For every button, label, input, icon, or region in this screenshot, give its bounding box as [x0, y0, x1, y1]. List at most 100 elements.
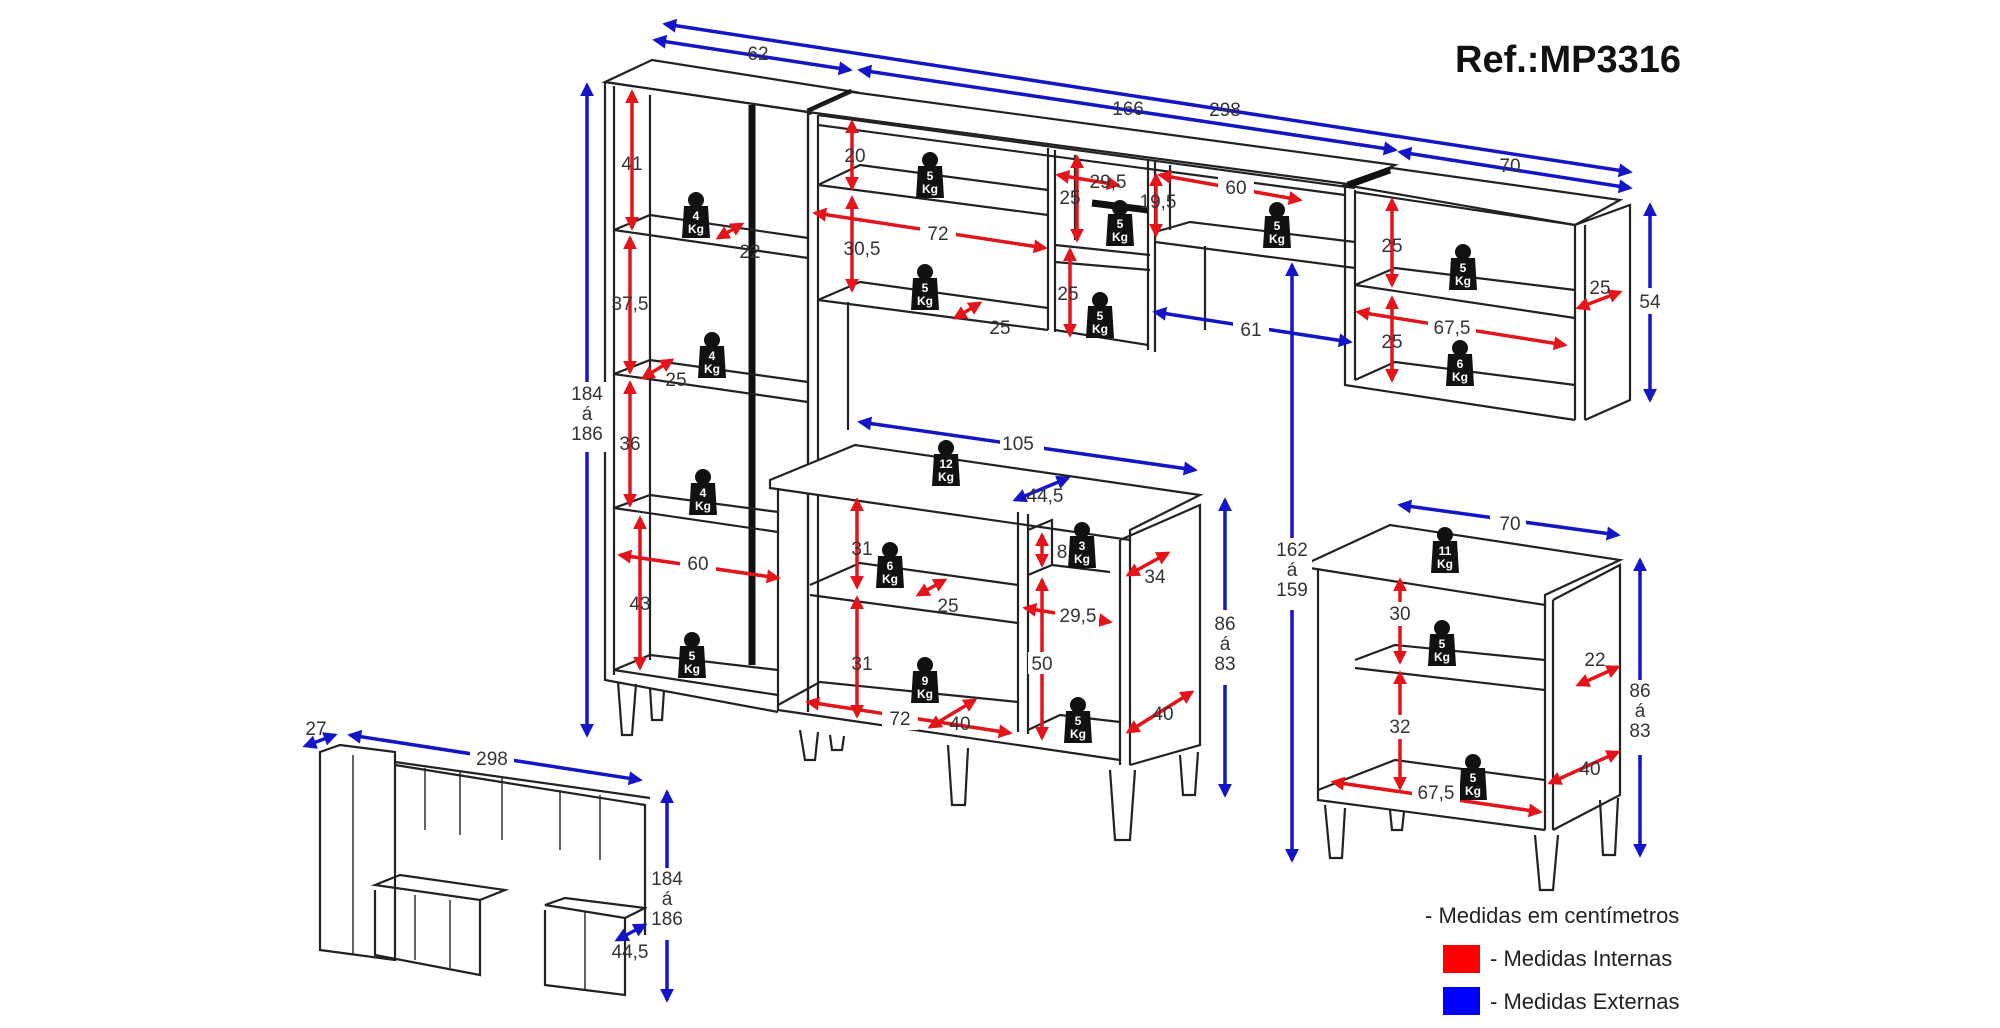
dimension-labels: 298 62 166 70 54 184 á 186 61 162 á 159 … [305, 44, 1668, 963]
svg-text:40: 40 [949, 714, 970, 735]
svg-text:25: 25 [1381, 332, 1402, 353]
svg-text:Kg: Kg [1269, 232, 1285, 246]
svg-text:36: 36 [619, 434, 640, 455]
svg-text:72: 72 [889, 709, 910, 730]
svg-text:40: 40 [1579, 759, 1600, 780]
dim-right-upper-height: 54 [1639, 292, 1661, 313]
svg-text:á: á [1635, 701, 1646, 722]
svg-text:67,5: 67,5 [1418, 783, 1455, 804]
weight-icon: 5Kg [1449, 244, 1477, 290]
svg-text:184: 184 [571, 384, 603, 405]
preview-kitchen [318, 743, 651, 997]
svg-text:8: 8 [1057, 542, 1068, 563]
svg-text:Kg: Kg [922, 182, 938, 196]
weight-icon: 5Kg [1106, 200, 1134, 246]
svg-text:22: 22 [1584, 650, 1605, 671]
svg-text:162: 162 [1276, 540, 1308, 561]
svg-text:Kg: Kg [704, 362, 720, 376]
svg-text:41: 41 [621, 154, 642, 175]
weight-icon: 4Kg [689, 469, 717, 515]
svg-text:5: 5 [922, 281, 929, 295]
weight-icon: 6Kg [1446, 340, 1474, 386]
svg-text:Kg: Kg [938, 470, 954, 484]
svg-text:5: 5 [689, 649, 696, 663]
svg-text:50: 50 [1031, 654, 1052, 675]
svg-text:30,5: 30,5 [844, 239, 881, 260]
small-base-cabinet [1308, 523, 1624, 892]
svg-text:3: 3 [1079, 539, 1086, 553]
svg-text:186: 186 [651, 909, 683, 930]
dim-counter-depth: 44,5 [1027, 486, 1064, 507]
svg-text:Kg: Kg [1070, 727, 1086, 741]
svg-text:5: 5 [1097, 309, 1104, 323]
svg-text:5: 5 [1274, 219, 1281, 233]
dim-small-base-width: 70 [1499, 514, 1520, 535]
svg-text:29,5: 29,5 [1060, 606, 1097, 627]
counter-cabinet [768, 443, 1204, 842]
legend-units: - Medidas em centímetros [1425, 903, 1679, 928]
svg-text:4: 4 [693, 209, 700, 223]
dim-right-upper-width: 70 [1499, 156, 1520, 177]
weight-icon: 5Kg [678, 632, 706, 678]
svg-text:Kg: Kg [695, 499, 711, 513]
svg-text:60: 60 [687, 554, 708, 575]
svg-text:20: 20 [844, 146, 865, 167]
svg-text:186: 186 [571, 424, 603, 445]
weight-icon: 6Kg [876, 542, 904, 588]
svg-text:31: 31 [851, 539, 872, 560]
svg-text:12: 12 [939, 457, 953, 471]
legend-swatch-external [1443, 987, 1480, 1015]
svg-text:6: 6 [887, 559, 894, 573]
weight-icon: 5Kg [1459, 754, 1487, 800]
legend-external: - Medidas Externas [1490, 989, 1680, 1014]
weight-icon: 5Kg [916, 152, 944, 198]
svg-text:Kg: Kg [1465, 784, 1481, 798]
legend-internal: - Medidas Internas [1490, 946, 1672, 971]
svg-text:25: 25 [665, 370, 686, 391]
svg-text:Kg: Kg [688, 222, 704, 236]
svg-text:60: 60 [1225, 178, 1246, 199]
svg-text:67,5: 67,5 [1434, 318, 1471, 339]
dim-gap: 61 [1240, 320, 1261, 341]
svg-text:159: 159 [1276, 580, 1308, 601]
svg-text:5: 5 [1439, 637, 1446, 651]
legend-swatch-internal [1443, 945, 1480, 973]
svg-text:4: 4 [700, 486, 707, 500]
weight-icon: 4Kg [682, 192, 710, 238]
svg-text:25: 25 [1589, 278, 1610, 299]
dim-counter-width: 105 [1002, 434, 1034, 455]
svg-text:25: 25 [989, 318, 1010, 339]
svg-text:Kg: Kg [882, 572, 898, 586]
svg-text:22: 22 [739, 242, 760, 263]
svg-text:298: 298 [476, 749, 508, 770]
svg-text:5: 5 [1117, 217, 1124, 231]
svg-text:Kg: Kg [1112, 230, 1128, 244]
svg-text:83: 83 [1214, 654, 1235, 675]
svg-text:40: 40 [1152, 704, 1173, 725]
svg-text:86: 86 [1629, 681, 1650, 702]
svg-text:5: 5 [1460, 261, 1467, 275]
svg-text:30: 30 [1389, 604, 1410, 625]
svg-text:27: 27 [305, 719, 326, 740]
svg-text:25: 25 [937, 596, 958, 617]
reference-title: Ref.:MP3316 [1455, 39, 1681, 81]
svg-text:31: 31 [851, 654, 872, 675]
svg-text:Kg: Kg [1437, 557, 1453, 571]
weight-icon: 5Kg [911, 264, 939, 310]
weight-icon: 5Kg [1263, 202, 1291, 248]
weight-icons: 4Kg 4Kg 4Kg 5Kg 5Kg 5Kg 5Kg 5Kg 5Kg 5Kg … [678, 152, 1487, 800]
svg-text:43: 43 [629, 594, 650, 615]
svg-text:á: á [1220, 634, 1231, 655]
svg-text:11: 11 [1439, 544, 1452, 558]
svg-text:184: 184 [651, 869, 683, 890]
svg-text:Kg: Kg [917, 687, 933, 701]
svg-text:29,5: 29,5 [1090, 172, 1127, 193]
dim-tall-width: 62 [747, 44, 768, 65]
svg-text:Kg: Kg [684, 662, 700, 676]
svg-text:32: 32 [1389, 717, 1410, 738]
weight-icon: 3Kg [1068, 522, 1096, 568]
right-upper-cabinet [1340, 166, 1632, 422]
